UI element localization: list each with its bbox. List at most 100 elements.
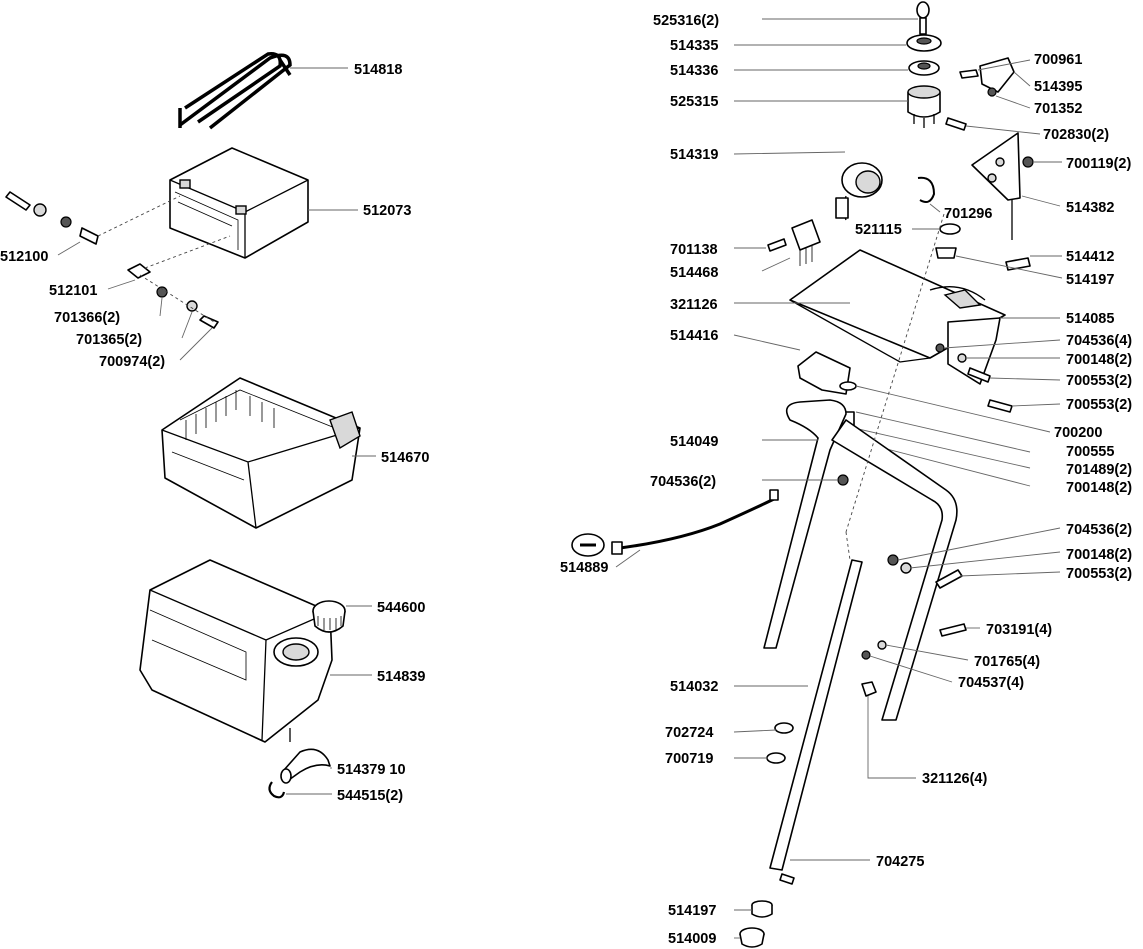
part-label: 512100: [0, 249, 48, 265]
battery-terminal-hardware: [127, 235, 231, 329]
part-label: 525315: [670, 94, 718, 110]
leader-700553a: [989, 377, 1061, 381]
leader-514197: [955, 255, 1063, 279]
leader-701765: [885, 644, 969, 661]
leader-514416: [733, 334, 801, 351]
bracket-part: [797, 351, 851, 395]
leader-700148c: [909, 551, 1061, 569]
part-label: 702830(2): [1043, 127, 1109, 143]
ignition-switch-part: [907, 85, 941, 128]
ignition-washer-part: [908, 60, 940, 76]
part-label: 700148(2): [1066, 480, 1132, 496]
part-label: 514818: [354, 62, 402, 78]
steering-shaft-part: [769, 213, 945, 871]
washer-700200-part: [839, 381, 857, 391]
leader-514468: [761, 257, 791, 272]
part-label: 514889: [560, 560, 608, 576]
circlip-part: [917, 176, 936, 203]
fuel-tank-part: [139, 559, 333, 743]
washer-700148-part: [957, 353, 967, 363]
part-label: 514395: [1034, 79, 1082, 95]
part-label: 704537(4): [958, 675, 1024, 691]
shaft-knob-part: [739, 927, 765, 948]
handle-frame-part: [763, 399, 958, 721]
part-label: 701138: [670, 242, 718, 258]
part-label: 514468: [670, 265, 718, 281]
nut-704537-part: [861, 650, 871, 660]
ignition-key-part: [916, 1, 930, 35]
part-label: 700555: [1066, 444, 1114, 460]
lever-514395-part: [979, 57, 1015, 93]
washer-700719-part: [766, 752, 786, 764]
part-label: 701366(2): [54, 310, 120, 326]
part-label: 525316(2): [653, 13, 719, 29]
part-label: 701352: [1034, 101, 1082, 117]
part-label: 704536(2): [650, 474, 716, 490]
part-label: 700974(2): [99, 354, 165, 370]
fuel-hose-part: [268, 748, 331, 799]
nut-704536b-part: [837, 474, 849, 486]
part-label: 514319: [670, 147, 718, 163]
leader-702724: [733, 729, 777, 733]
part-label: 700148(2): [1066, 547, 1132, 563]
leader-701489: [853, 427, 1031, 469]
battery-part: [169, 147, 309, 259]
part-label: 544600: [377, 600, 425, 616]
screw-700553a-part: [967, 367, 991, 383]
grommet-part: [939, 223, 961, 235]
pin-704275-part: [779, 873, 795, 885]
washer-700148c-part: [900, 562, 912, 574]
leader-514889: [615, 549, 641, 568]
nut-701352-part: [987, 87, 997, 97]
part-label: 514336: [670, 63, 718, 79]
leader-321126b: [867, 696, 916, 779]
battery-strap-part: [178, 52, 292, 130]
part-label: 700148(2): [1066, 352, 1132, 368]
part-label: 514049: [670, 434, 718, 450]
leader-704537: [869, 655, 953, 683]
part-label: 514197: [668, 903, 716, 919]
part-label: 700119(2): [1066, 156, 1131, 172]
leader-700200: [855, 385, 1051, 433]
screw-702830-part: [945, 117, 967, 131]
leader-701365: [181, 311, 193, 339]
part-label: 514379 10: [337, 762, 406, 778]
part-label: 321126(4): [922, 771, 987, 787]
leader-702830: [965, 125, 1041, 135]
battery-tray-part: [161, 377, 361, 529]
part-label: 512101: [49, 283, 97, 299]
leader-514395: [1013, 71, 1031, 87]
washer-701765-part: [877, 640, 887, 650]
leader-700961: [977, 59, 1031, 71]
part-label: 701765(4): [974, 654, 1040, 670]
bushing-bottom-part: [751, 900, 773, 918]
nut-321126b-part: [861, 681, 877, 697]
part-label: 704536(4): [1066, 333, 1132, 349]
part-label: 514197: [1066, 272, 1114, 288]
part-label: 702724: [665, 725, 713, 741]
relay-screw-part: [767, 238, 787, 252]
nut-704536c-part: [887, 554, 899, 566]
part-label: 701489(2): [1066, 462, 1132, 478]
leader-700974: [179, 327, 213, 361]
leader-704536a: [943, 339, 1061, 349]
switch-bracket-part: [971, 132, 1021, 240]
screw-703191-part: [939, 623, 967, 637]
relay-part: [791, 219, 821, 266]
buzzer-part: [835, 162, 883, 221]
nut-704536-part: [935, 343, 945, 353]
part-label: 514032: [670, 679, 718, 695]
part-label: 512073: [363, 203, 411, 219]
washer-702724-part: [774, 722, 794, 734]
leader-514382: [1021, 195, 1061, 207]
part-label: 701296: [944, 206, 992, 222]
part-label: 700553(2): [1066, 397, 1132, 413]
part-label: 514009: [668, 931, 716, 947]
part-label: 700553(2): [1066, 373, 1132, 389]
ignition-nut-part: [906, 34, 942, 52]
part-label: 700553(2): [1066, 566, 1132, 582]
part-label: 700719: [665, 751, 713, 767]
fuel-cap-part: [312, 600, 346, 633]
part-label: 704275: [876, 854, 924, 870]
